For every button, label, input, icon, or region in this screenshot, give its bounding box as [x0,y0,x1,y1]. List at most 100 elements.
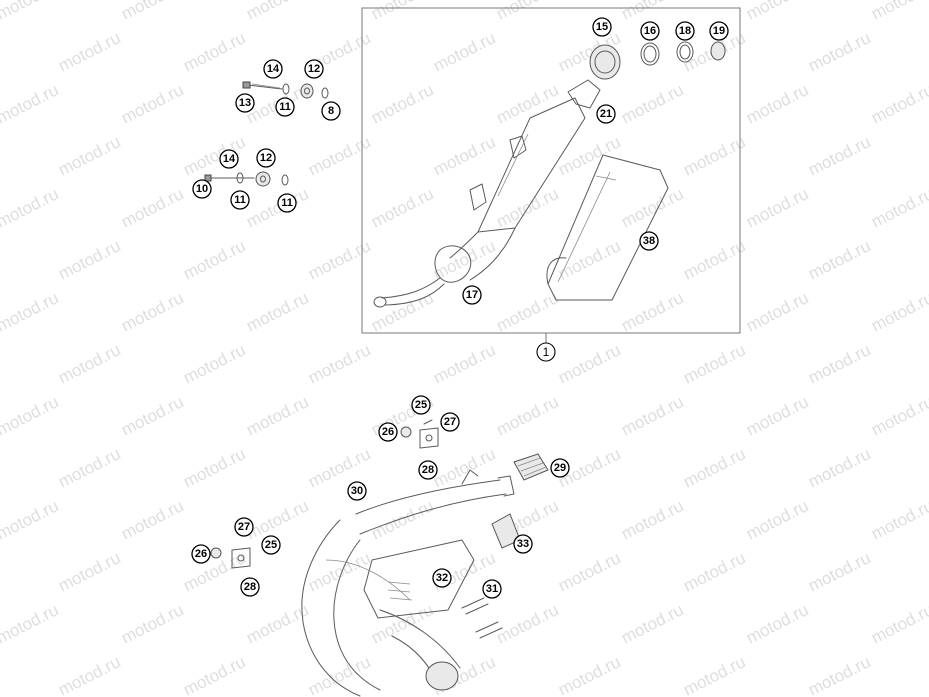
callout-18: 18 [675,21,695,41]
watermark-text: motod.ru [868,392,929,439]
callout-label: 21 [600,108,612,120]
watermark-text: motod.ru [743,288,811,335]
callout-label: 29 [554,462,566,474]
callout-13: 13 [235,93,255,113]
callout-label: 14 [223,153,236,165]
callout-8: 8 [321,101,341,121]
callout-label: 30 [351,485,363,497]
callout-26: 26 [378,422,398,442]
callout-17: 17 [462,285,482,305]
watermark-text: motod.ru [743,392,811,439]
callout-27: 27 [440,412,460,432]
watermark-text: motod.ru [555,132,623,179]
callout-label: 17 [466,289,478,301]
callout-label: 12 [260,152,272,164]
watermark-text: motod.ru [680,236,748,283]
callout-28: 28 [418,460,438,480]
watermark-text: motod.ru [868,184,929,231]
callout-label: 11 [234,194,246,206]
watermark-text: motod.ru [180,652,248,697]
watermark-text: motod.ru [0,392,62,439]
callout-33: 33 [513,534,533,554]
watermark-text: motod.ru [430,132,498,179]
watermark-text: motod.ru [0,288,62,335]
watermark-text: motod.ru [805,548,873,595]
watermark-text: motod.ru [618,496,686,543]
callout-38: 38 [639,231,659,251]
callout-label: 38 [643,235,655,247]
watermark-text: motod.ru [55,444,123,491]
watermark-text: motod.ru [180,132,248,179]
watermark-text: motod.ru [680,548,748,595]
callout-29: 29 [550,458,570,478]
watermark-text: motod.ru [305,340,373,387]
watermark-text: motod.ru [430,28,498,75]
watermark-text: motod.ru [805,652,873,697]
watermark-text: motod.ru [180,28,248,75]
callout-25: 25 [411,395,431,415]
callout-label: 14 [267,63,280,75]
callout-label: 16 [644,25,656,37]
callout-label: 32 [436,572,448,584]
callout-11: 11 [275,97,295,117]
watermark-text: motod.ru [555,548,623,595]
watermark-text: motod.ru [243,496,311,543]
watermark-text: motod.ru [868,0,929,24]
callout-label: 11 [281,197,293,209]
callout-label: 31 [486,583,498,595]
watermark-text: motod.ru [368,0,436,24]
watermark-text: motod.ru [555,652,623,697]
callout-label: 1 [543,345,550,359]
silencer-cover [546,154,669,301]
callout-10: 10 [192,179,212,199]
hardware-set-middle [204,171,289,187]
watermark-text: motod.ru [55,28,123,75]
watermark-text: motod.ru [118,392,186,439]
watermark-text: motod.ru [430,340,498,387]
callout-14: 14 [219,149,239,169]
callout-label: 15 [596,21,608,33]
watermark-text: motod.ru [805,444,873,491]
callout-32: 32 [432,568,452,588]
watermark-text: motod.ru [805,28,873,75]
callout-label: 12 [308,63,320,75]
callout-25: 25 [261,535,281,555]
watermark-text: motod.ru [868,288,929,335]
watermark-text: motod.ru [305,652,373,697]
callout-16: 16 [640,21,660,41]
watermark-text: motod.ru [618,184,686,231]
callout-11: 11 [230,190,250,210]
assembly-frame [361,7,741,334]
watermark-text: motod.ru [180,340,248,387]
callout-label: 28 [422,464,434,476]
callout-label: 33 [517,538,529,550]
watermark-text: motod.ru [743,184,811,231]
watermark-text: motod.ru [243,184,311,231]
watermark-text: motod.ru [493,288,561,335]
callout-label: 13 [239,97,251,109]
watermark-text: motod.ru [0,496,62,543]
watermark-text: motod.ru [618,288,686,335]
watermark-text: motod.ru [118,80,186,127]
watermark-text: motod.ru [430,444,498,491]
watermark-text: motod.ru [805,340,873,387]
callout-label: 27 [444,416,456,428]
watermark-text: motod.ru [618,392,686,439]
watermark-text: motod.ru [805,236,873,283]
watermark-text: motod.ru [680,132,748,179]
watermark-text: motod.ru [493,600,561,647]
callout-label: 26 [195,548,207,560]
chamber-guard [363,513,521,639]
watermark-text: motod.ru [618,80,686,127]
watermark-text: motod.ru [243,600,311,647]
watermark-text: motod.ru [618,0,686,24]
callout-label: 26 [382,426,394,438]
callout-30: 30 [347,481,367,501]
watermark-text: motod.ru [805,132,873,179]
watermark-text: motod.ru [305,548,373,595]
callout-label: 25 [415,399,427,411]
callout-14: 14 [263,59,283,79]
watermark-text: motod.ru [305,132,373,179]
watermark-text: motod.ru [0,600,62,647]
